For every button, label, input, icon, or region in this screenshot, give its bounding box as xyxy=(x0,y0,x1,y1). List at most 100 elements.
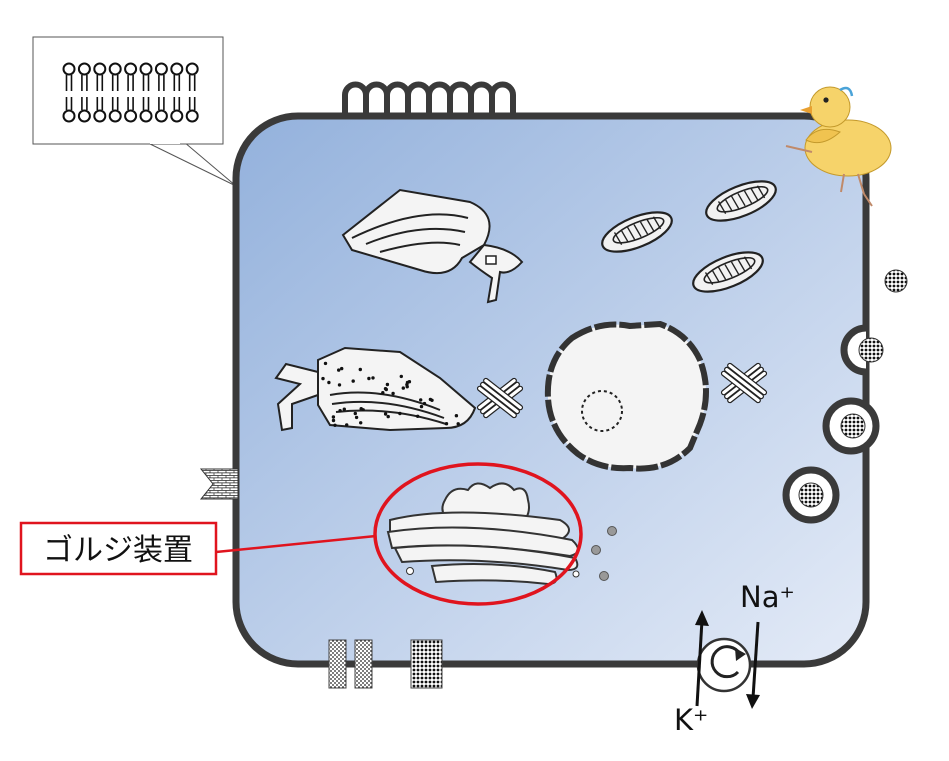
ribosome xyxy=(359,407,363,411)
ribosome xyxy=(345,423,349,427)
mitochondrion xyxy=(705,180,777,222)
lipid-head xyxy=(154,62,168,76)
ribosome xyxy=(407,380,412,384)
lipid-tail xyxy=(81,97,88,110)
golgi-leader-line xyxy=(215,534,377,554)
potassium-ion-label: K⁺ xyxy=(674,703,708,737)
ribosome xyxy=(398,411,402,416)
ribosome xyxy=(405,385,409,389)
ribosome xyxy=(456,422,460,426)
ribosome xyxy=(333,423,337,427)
ribosome xyxy=(353,411,357,416)
golgi-highlight-ellipse xyxy=(373,462,583,606)
centrioles xyxy=(476,362,768,419)
rough-endoplasmic-reticulum xyxy=(274,346,477,432)
exocytosis-vesicles xyxy=(782,269,908,524)
ribosome xyxy=(371,376,375,380)
ribosome xyxy=(422,401,427,406)
smooth-endoplasmic-reticulum xyxy=(341,188,524,304)
ribosome xyxy=(321,376,325,381)
lipid-head xyxy=(108,62,122,76)
nucleus xyxy=(544,320,709,472)
ribosome xyxy=(444,422,449,426)
lipid-bilayer-callout xyxy=(32,36,237,187)
centriole xyxy=(476,377,524,419)
lipid-head xyxy=(185,62,199,76)
lipid-tail xyxy=(111,97,119,110)
ribosome xyxy=(323,361,328,366)
ribosome xyxy=(383,412,388,416)
ribosome xyxy=(331,415,336,419)
lipid-tail xyxy=(111,75,119,91)
lipid-head xyxy=(93,109,107,123)
lipid-tail xyxy=(158,97,165,110)
lipid-head xyxy=(62,62,76,76)
golgi-apparatus xyxy=(386,482,617,586)
ribosome xyxy=(351,379,355,383)
lipid-tail xyxy=(188,75,196,91)
centriole xyxy=(720,362,768,404)
ribosome xyxy=(354,415,359,420)
lipid-tail xyxy=(127,97,134,110)
ribosome xyxy=(381,391,385,395)
ribosome xyxy=(454,414,459,418)
ribosome xyxy=(386,414,390,419)
ribosome xyxy=(383,387,388,391)
ribosome xyxy=(337,383,342,387)
lipid-head xyxy=(124,109,138,123)
lipid-head xyxy=(185,109,199,123)
lipid-head xyxy=(93,62,107,76)
golgi-label-box: ゴルジ装置 xyxy=(19,521,218,576)
ribosome xyxy=(367,376,371,381)
ribosome xyxy=(331,418,336,423)
lipid-head xyxy=(62,109,76,123)
ribosome xyxy=(419,398,423,402)
lipid-head xyxy=(170,62,184,76)
ribosome xyxy=(428,397,433,402)
sodium-ion-label: Na⁺ xyxy=(740,580,795,614)
lipid-tail xyxy=(158,75,165,91)
ribosome xyxy=(359,421,363,425)
lipid-head xyxy=(124,62,138,76)
ribosome xyxy=(358,367,362,372)
lipid-tail xyxy=(142,75,150,91)
lipid-head xyxy=(77,62,91,76)
lipid-tail xyxy=(96,75,104,91)
lipid-tail xyxy=(127,75,134,91)
ribosome xyxy=(327,380,331,385)
ribosome xyxy=(342,407,346,411)
ribosome xyxy=(399,374,403,379)
membrane-channels xyxy=(328,639,443,689)
lipid-tail xyxy=(173,75,181,91)
ribosome xyxy=(337,368,341,372)
lipid-tail xyxy=(65,75,73,91)
lipid-head xyxy=(139,109,153,123)
sodium-potassium-pump: Na⁺ K⁺ xyxy=(674,580,795,737)
lipid-tail xyxy=(188,97,196,110)
ribosome xyxy=(340,366,344,371)
lipid-tail xyxy=(142,97,150,110)
ribosome xyxy=(338,409,342,413)
ribosome xyxy=(419,404,424,409)
mitochondrion xyxy=(601,211,673,253)
lipid-head xyxy=(108,109,122,123)
lipid-tail xyxy=(96,97,104,110)
lipid-tail xyxy=(81,75,88,91)
lipid-tail xyxy=(173,97,181,110)
duck-illustration xyxy=(785,86,892,207)
ribosome xyxy=(391,391,395,396)
golgi-label: ゴルジ装置 xyxy=(43,533,193,568)
phospholipid-bilayer xyxy=(62,62,199,123)
lipid-head xyxy=(154,109,168,123)
ribosome xyxy=(385,382,390,387)
lipid-tail xyxy=(65,97,73,110)
cell-junction xyxy=(199,468,239,500)
mitochondria xyxy=(601,180,777,293)
lipid-head xyxy=(170,109,184,123)
ribosome xyxy=(416,414,420,418)
mitochondrion xyxy=(692,251,764,293)
ribosome xyxy=(401,386,405,390)
lipid-head xyxy=(139,62,153,76)
rotation-arrow-icon xyxy=(710,645,742,679)
